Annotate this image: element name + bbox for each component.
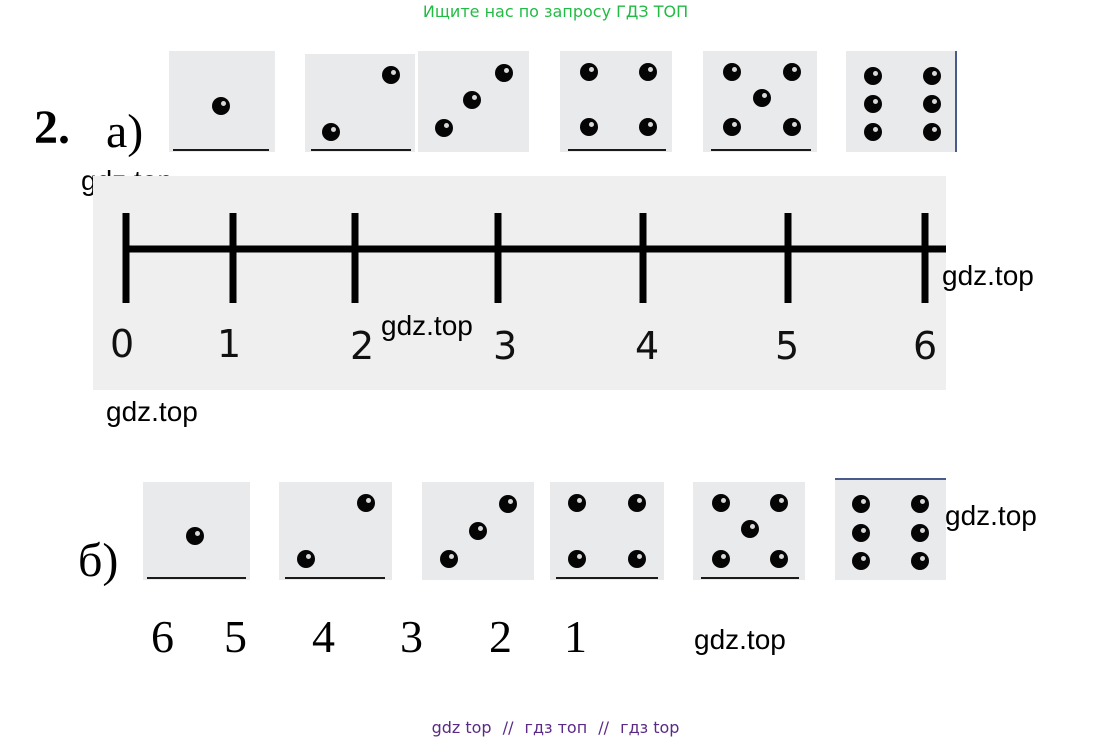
die-pip: [911, 552, 929, 570]
die-a-1: [169, 51, 275, 152]
die-pip: [186, 527, 204, 545]
number-line: [122, 213, 946, 303]
die-pip: [770, 494, 788, 512]
die-pip: [297, 550, 315, 568]
tick-label-2: 2: [350, 324, 375, 368]
die-base-line: [568, 149, 666, 151]
die-pip: [852, 524, 870, 542]
die-pip: [568, 550, 586, 568]
die-a-2: [305, 54, 415, 152]
die-pip: [770, 550, 788, 568]
die-pip: [783, 63, 801, 81]
watermark: gdz.top: [381, 310, 473, 341]
die-pip: [580, 118, 598, 136]
die-b-2: [279, 482, 392, 580]
die-pip: [852, 495, 870, 513]
die-base-line: [711, 149, 811, 151]
die-pip: [864, 95, 882, 113]
die-base-line: [147, 577, 246, 579]
die-pip: [495, 64, 513, 82]
die-pip: [911, 524, 929, 542]
footer-link-1[interactable]: gdz top: [431, 718, 492, 737]
die-pip: [212, 97, 230, 115]
order-number: 3: [400, 611, 423, 662]
die-a-3: [418, 51, 529, 152]
die-pip: [435, 119, 453, 137]
die-pip: [639, 118, 657, 136]
die-pip: [741, 520, 759, 538]
die-pip: [469, 522, 487, 540]
die-pip: [923, 67, 941, 85]
die-pip: [463, 91, 481, 109]
tick-label-6: 6: [913, 324, 938, 368]
die-b-6: [835, 478, 946, 580]
die-base-line: [285, 577, 385, 579]
die-a-6: [846, 51, 957, 152]
task-number: 2.: [34, 101, 70, 154]
order-number: 6: [151, 611, 174, 662]
die-base-line: [556, 577, 658, 579]
die-pip: [357, 494, 375, 512]
order-number: 4: [312, 611, 335, 662]
die-pip: [864, 123, 882, 141]
die-pip: [568, 494, 586, 512]
die-b-3: [422, 482, 534, 580]
tick-label-1: 1: [217, 322, 242, 366]
order-number: 1: [564, 611, 587, 662]
tick-label-3: 3: [493, 324, 518, 368]
die-base-line: [701, 577, 799, 579]
tick-label-0: 0: [110, 322, 135, 366]
tick-label-5: 5: [775, 324, 800, 368]
die-base-line: [173, 149, 269, 151]
die-pip: [923, 95, 941, 113]
top-banner: Ищите нас по запросу ГДЗ ТОП: [422, 2, 689, 21]
order-number: 2: [489, 611, 512, 662]
watermark: gdz.top: [694, 624, 786, 655]
footer-link-3[interactable]: гдз top: [620, 718, 680, 737]
die-pip: [753, 89, 771, 107]
die-pip: [864, 67, 882, 85]
die-pip: [712, 550, 730, 568]
number-line-panel: 0 1 2 3 4 5 6: [93, 176, 946, 390]
die-pip: [723, 118, 741, 136]
footer: gdz top // гдз топ // гдз top: [0, 718, 1111, 737]
die-b-1: [143, 482, 250, 580]
footer-link-2[interactable]: гдз топ: [524, 718, 588, 737]
tick-label-4: 4: [635, 324, 660, 368]
footer-separator: //: [502, 718, 514, 737]
watermark: gdz.top: [945, 500, 1037, 531]
die-b-5: [693, 482, 805, 580]
die-pip: [783, 118, 801, 136]
die-b-4: [550, 482, 664, 580]
die-pip: [639, 63, 657, 81]
die-pip: [712, 494, 730, 512]
die-pip: [911, 495, 929, 513]
watermark: gdz.top: [106, 396, 198, 427]
die-pip: [628, 494, 646, 512]
die-pip: [723, 63, 741, 81]
die-a-4: [560, 51, 672, 152]
part-a-label: а): [106, 105, 144, 158]
die-pip: [499, 495, 517, 513]
footer-separator: //: [598, 718, 610, 737]
die-pip: [628, 550, 646, 568]
die-a-5: [703, 51, 817, 152]
die-pip: [923, 123, 941, 141]
die-pip: [852, 552, 870, 570]
die-pip: [440, 550, 458, 568]
part-b-label: б): [78, 534, 119, 587]
die-pip: [322, 123, 340, 141]
die-pip: [580, 63, 598, 81]
watermark: gdz.top: [942, 260, 1034, 291]
die-base-line: [311, 149, 411, 151]
order-number: 5: [224, 611, 247, 662]
die-pip: [382, 66, 400, 84]
